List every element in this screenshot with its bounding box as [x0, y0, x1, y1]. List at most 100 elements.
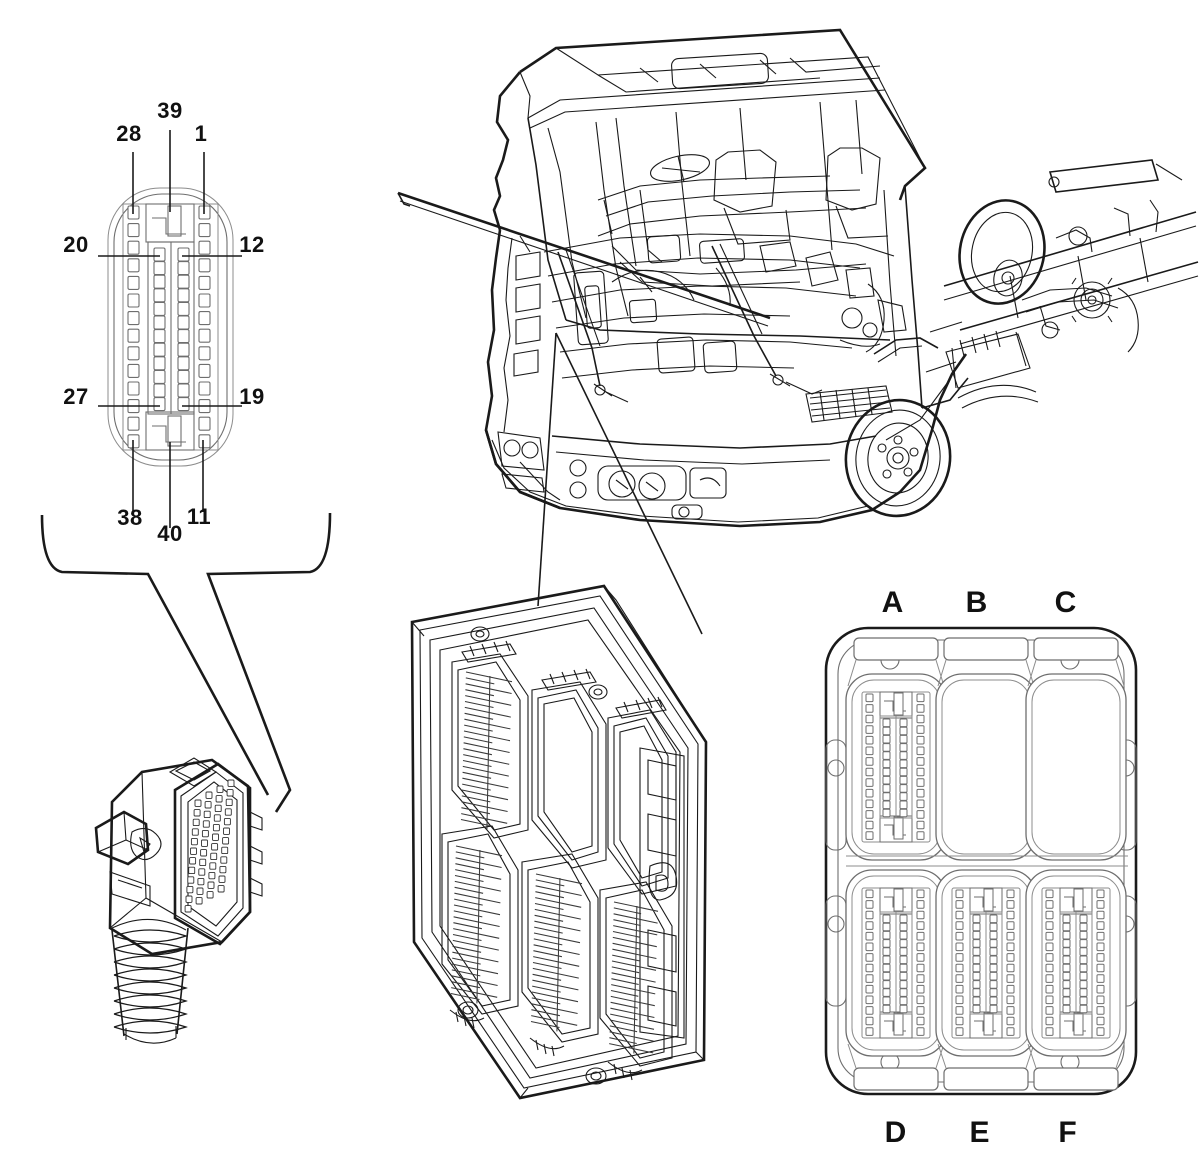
iso-pin-blade [531, 991, 579, 1003]
pin-cavity [882, 971, 891, 981]
pin-cavity [916, 704, 925, 713]
pin-cavity [916, 778, 925, 787]
pin-cavity [865, 984, 874, 994]
pin-cavity [127, 223, 140, 238]
pin-cavity [882, 718, 891, 728]
pin-cavity [972, 930, 981, 940]
iso-pin-blade [609, 1025, 638, 1033]
iso-pin-blade [465, 683, 512, 695]
pin-cavity [916, 820, 925, 830]
pin-callout-20: 20 [63, 232, 88, 257]
pin-cavity [153, 247, 166, 262]
pin-cavity [882, 922, 891, 932]
pin-cavity [882, 800, 891, 810]
pin-cavity [972, 988, 981, 997]
iso-pin-blade [453, 904, 501, 916]
plug-pin-cavity [193, 809, 201, 817]
iso-pin-blade [452, 933, 482, 942]
pin-cavity [955, 984, 964, 994]
plug-pin-cavity [225, 798, 233, 807]
pin-cavity [955, 953, 964, 962]
iso-pin-blade [451, 963, 499, 975]
pin-cavity [882, 930, 891, 940]
pin-cavity [916, 1027, 925, 1036]
pin-callout-28: 28 [116, 121, 141, 146]
iso-pin-blade [613, 901, 659, 912]
plug-pin-cavity [190, 837, 198, 846]
plug-pin-cavity [191, 828, 199, 836]
pin-cavity [1045, 900, 1054, 909]
plug-pin-cavity [206, 891, 214, 899]
pin-cavity [882, 963, 891, 973]
pin-cavity [127, 416, 140, 431]
pin-cavity [198, 240, 211, 255]
pin-cavity [882, 767, 891, 777]
iso-pin-blade [464, 706, 511, 718]
pin-cavity [899, 963, 908, 973]
pin-cavity [882, 980, 891, 989]
pin-cavity [899, 759, 908, 769]
pin-cavity [899, 743, 908, 752]
pin-cavity [127, 311, 140, 326]
iso-pin-blade [611, 978, 639, 986]
iso-pin-blade [464, 712, 494, 720]
pin-cavity [1062, 971, 1071, 981]
pin-cavity [865, 831, 874, 840]
pin-cavity [198, 311, 211, 326]
iso-pin-blade [609, 1043, 654, 1054]
pin-cavity [955, 974, 964, 983]
iso-pin-blade [451, 975, 498, 987]
pin-cavity [916, 1016, 925, 1026]
pin-cavity [955, 942, 964, 952]
pin-cavity [972, 980, 981, 989]
plug-pin-cavity [203, 810, 211, 819]
pin-cavity [882, 996, 891, 1006]
pin-cavity [127, 363, 140, 378]
iso-pin-blade [533, 956, 580, 967]
iso-pin-blade [530, 1020, 560, 1029]
plug-pin-cavity [219, 865, 227, 874]
iso-pin-blade [450, 992, 480, 1001]
pin-cavity [899, 922, 908, 932]
pin-cavity [198, 434, 211, 449]
pin-cavity [899, 800, 908, 810]
pin-cavity [955, 963, 964, 973]
pinout-bay-C[interactable] [1025, 637, 1127, 861]
pin-cavity [972, 1004, 981, 1014]
plug-pin-cavity [187, 876, 195, 884]
pin-cavity [1096, 953, 1105, 962]
pin-cavity [198, 275, 211, 290]
pin-cavity [955, 1006, 964, 1015]
pin-cavity [1045, 931, 1054, 941]
pin-cavity [198, 293, 211, 308]
pin-cavity [916, 921, 925, 930]
plug-pin-cavity [194, 799, 202, 807]
pin-cavity [177, 342, 190, 357]
iso-pin-blade [463, 742, 510, 754]
iso-pin-blade [611, 966, 640, 974]
pin-cavity [882, 1004, 891, 1014]
pin-cavity [177, 369, 190, 384]
pin-cavity [198, 416, 211, 431]
pin-cavity [882, 751, 891, 760]
pin-cavity [1096, 931, 1105, 941]
pinout-pingrid-E [951, 887, 1021, 1039]
iso-pin-blade [452, 939, 499, 951]
pin-cavity [865, 735, 874, 745]
pin-cavity [882, 955, 891, 965]
pinout-bay-B[interactable] [935, 637, 1037, 861]
iso-pin-blade [463, 730, 511, 742]
iso-pin-blade [462, 783, 491, 791]
iso-pin-blade [453, 910, 483, 918]
iso-pin-blade [453, 916, 500, 928]
plug-pin-cavity [220, 856, 228, 864]
iso-pin-blade [610, 1001, 639, 1009]
boot-edge-right [176, 927, 189, 1035]
pin-cavity [1079, 939, 1088, 948]
pin-cavity [1045, 1006, 1054, 1015]
pin-cavity [1045, 984, 1054, 994]
iso-pin-blade [455, 869, 502, 880]
